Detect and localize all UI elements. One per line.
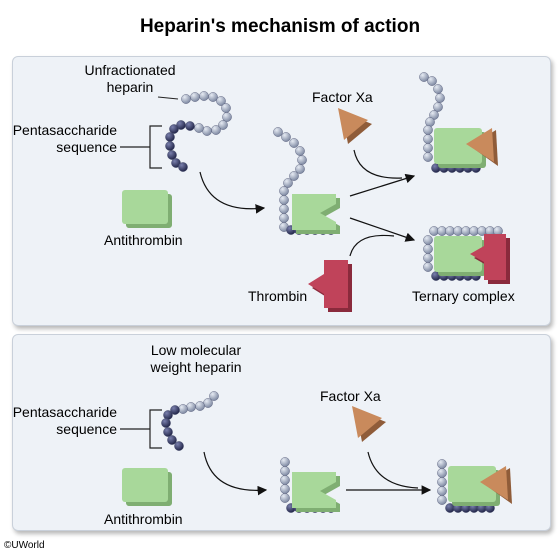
heparin-bead <box>185 121 195 131</box>
heparin-bead <box>280 466 290 476</box>
heparin-bead <box>280 457 290 467</box>
heparin-bead <box>186 402 196 412</box>
heparin-bead <box>222 112 232 122</box>
heparin-bead <box>216 96 226 106</box>
arrow-top-xa-line <box>353 149 403 179</box>
heparin-bead <box>181 94 191 104</box>
heparin-bead <box>437 495 447 505</box>
heparin-bead <box>280 493 290 503</box>
factor-xa-top <box>338 108 372 144</box>
heparin-bead <box>425 117 435 127</box>
heparin-bead <box>280 475 290 485</box>
diagram-title: Heparin's mechanism of action <box>139 16 421 37</box>
heparin-bead <box>170 405 180 415</box>
heparin-bead <box>208 92 218 102</box>
ternary-complex-label: Ternary complex <box>412 288 515 304</box>
heparin-bead <box>437 477 447 487</box>
complex-with-xa-bottom <box>448 466 512 506</box>
pentasaccharide-label-top: Pentasaccharide sequence <box>12 122 117 155</box>
heparin-bead <box>289 138 299 148</box>
thrombin-label: Thrombin <box>248 288 308 304</box>
heparin-leader-top <box>157 96 179 100</box>
ternary-complex-top <box>434 234 510 284</box>
thrombin-top <box>308 260 352 312</box>
heparin-bead <box>178 404 188 414</box>
heparin-bead <box>174 441 184 451</box>
heparin-bead <box>295 146 305 156</box>
heparin-bead <box>194 123 204 133</box>
heparin-bead <box>165 141 175 151</box>
antithrombin-label-top: Antithrombin <box>104 232 183 248</box>
heparin-bead <box>280 484 290 494</box>
heparin-bead <box>221 103 231 113</box>
heparin-bead <box>279 186 289 196</box>
heparin-bead <box>295 164 305 174</box>
heparin-bead <box>161 418 171 428</box>
heparin-bead <box>423 134 433 144</box>
heparin-bead <box>199 91 209 101</box>
heparin-bead <box>167 435 177 445</box>
antithrombin-bound-top <box>292 194 340 234</box>
antithrombin-block-top <box>122 190 172 228</box>
heparin-bead <box>281 132 291 142</box>
heparin-bead <box>423 244 433 254</box>
arrow-top-1 <box>199 171 266 214</box>
pentasaccharide-bracket-top <box>120 125 162 169</box>
arrow-top-2 <box>349 173 416 197</box>
heparin-bead <box>190 92 200 102</box>
arrow-bottom-1 <box>203 451 268 496</box>
antithrombin-label-bottom: Antithrombin <box>104 511 183 527</box>
heparin-bead <box>283 178 293 188</box>
heparin-bead <box>437 468 447 478</box>
arrow-bottom-xa <box>367 451 419 489</box>
heparin-bead <box>211 125 221 135</box>
heparin-bead <box>433 102 443 112</box>
heparin-bead <box>178 162 188 172</box>
antithrombin-bound-bottom <box>292 472 340 512</box>
heparin-bead <box>218 120 228 130</box>
factor-xa-label-top: Factor Xa <box>312 89 373 105</box>
heparin-bead <box>273 127 283 137</box>
heparin-bead <box>423 152 433 162</box>
factor-xa-bottom <box>352 406 386 442</box>
heparin-bead <box>427 76 437 86</box>
heparin-bead <box>279 195 289 205</box>
heparin-bead <box>279 204 289 214</box>
pentasaccharide-bracket-bottom <box>120 409 162 449</box>
heparin-bead <box>167 150 177 160</box>
heparin-bead <box>437 459 447 469</box>
heparin-bead <box>419 72 429 82</box>
complex-with-xa-top <box>434 128 498 168</box>
heparin-bead <box>163 427 173 437</box>
heparin-bead <box>423 262 433 272</box>
heparin-bead <box>423 143 433 153</box>
heparin-bead <box>279 213 289 223</box>
heparin-bead <box>297 155 307 165</box>
heparin-bead <box>209 391 219 401</box>
heparin-bead <box>289 171 299 181</box>
heparin-bead <box>437 486 447 496</box>
heparin-bead <box>195 401 205 411</box>
heparin-bead <box>435 93 445 103</box>
arrow-top-thrombin <box>349 234 395 257</box>
heparin-bead <box>165 132 175 142</box>
heparin-bead <box>423 253 433 263</box>
lmwh-label: Low molecular weight heparin <box>150 342 242 375</box>
arrow-top-3 <box>349 217 416 242</box>
antithrombin-block-bottom <box>122 468 172 506</box>
unfractionated-heparin-label: Unfractionated heparin <box>84 62 176 95</box>
heparin-bead <box>433 84 443 94</box>
heparin-bead <box>163 410 173 420</box>
copyright-notice: ©UWorld <box>4 540 45 551</box>
pentasaccharide-label-bottom: Pentasaccharide sequence <box>12 404 117 437</box>
heparin-bead <box>423 125 433 135</box>
heparin-bead <box>423 235 433 245</box>
factor-xa-label-bottom: Factor Xa <box>320 388 381 404</box>
heparin-bead <box>169 124 179 134</box>
